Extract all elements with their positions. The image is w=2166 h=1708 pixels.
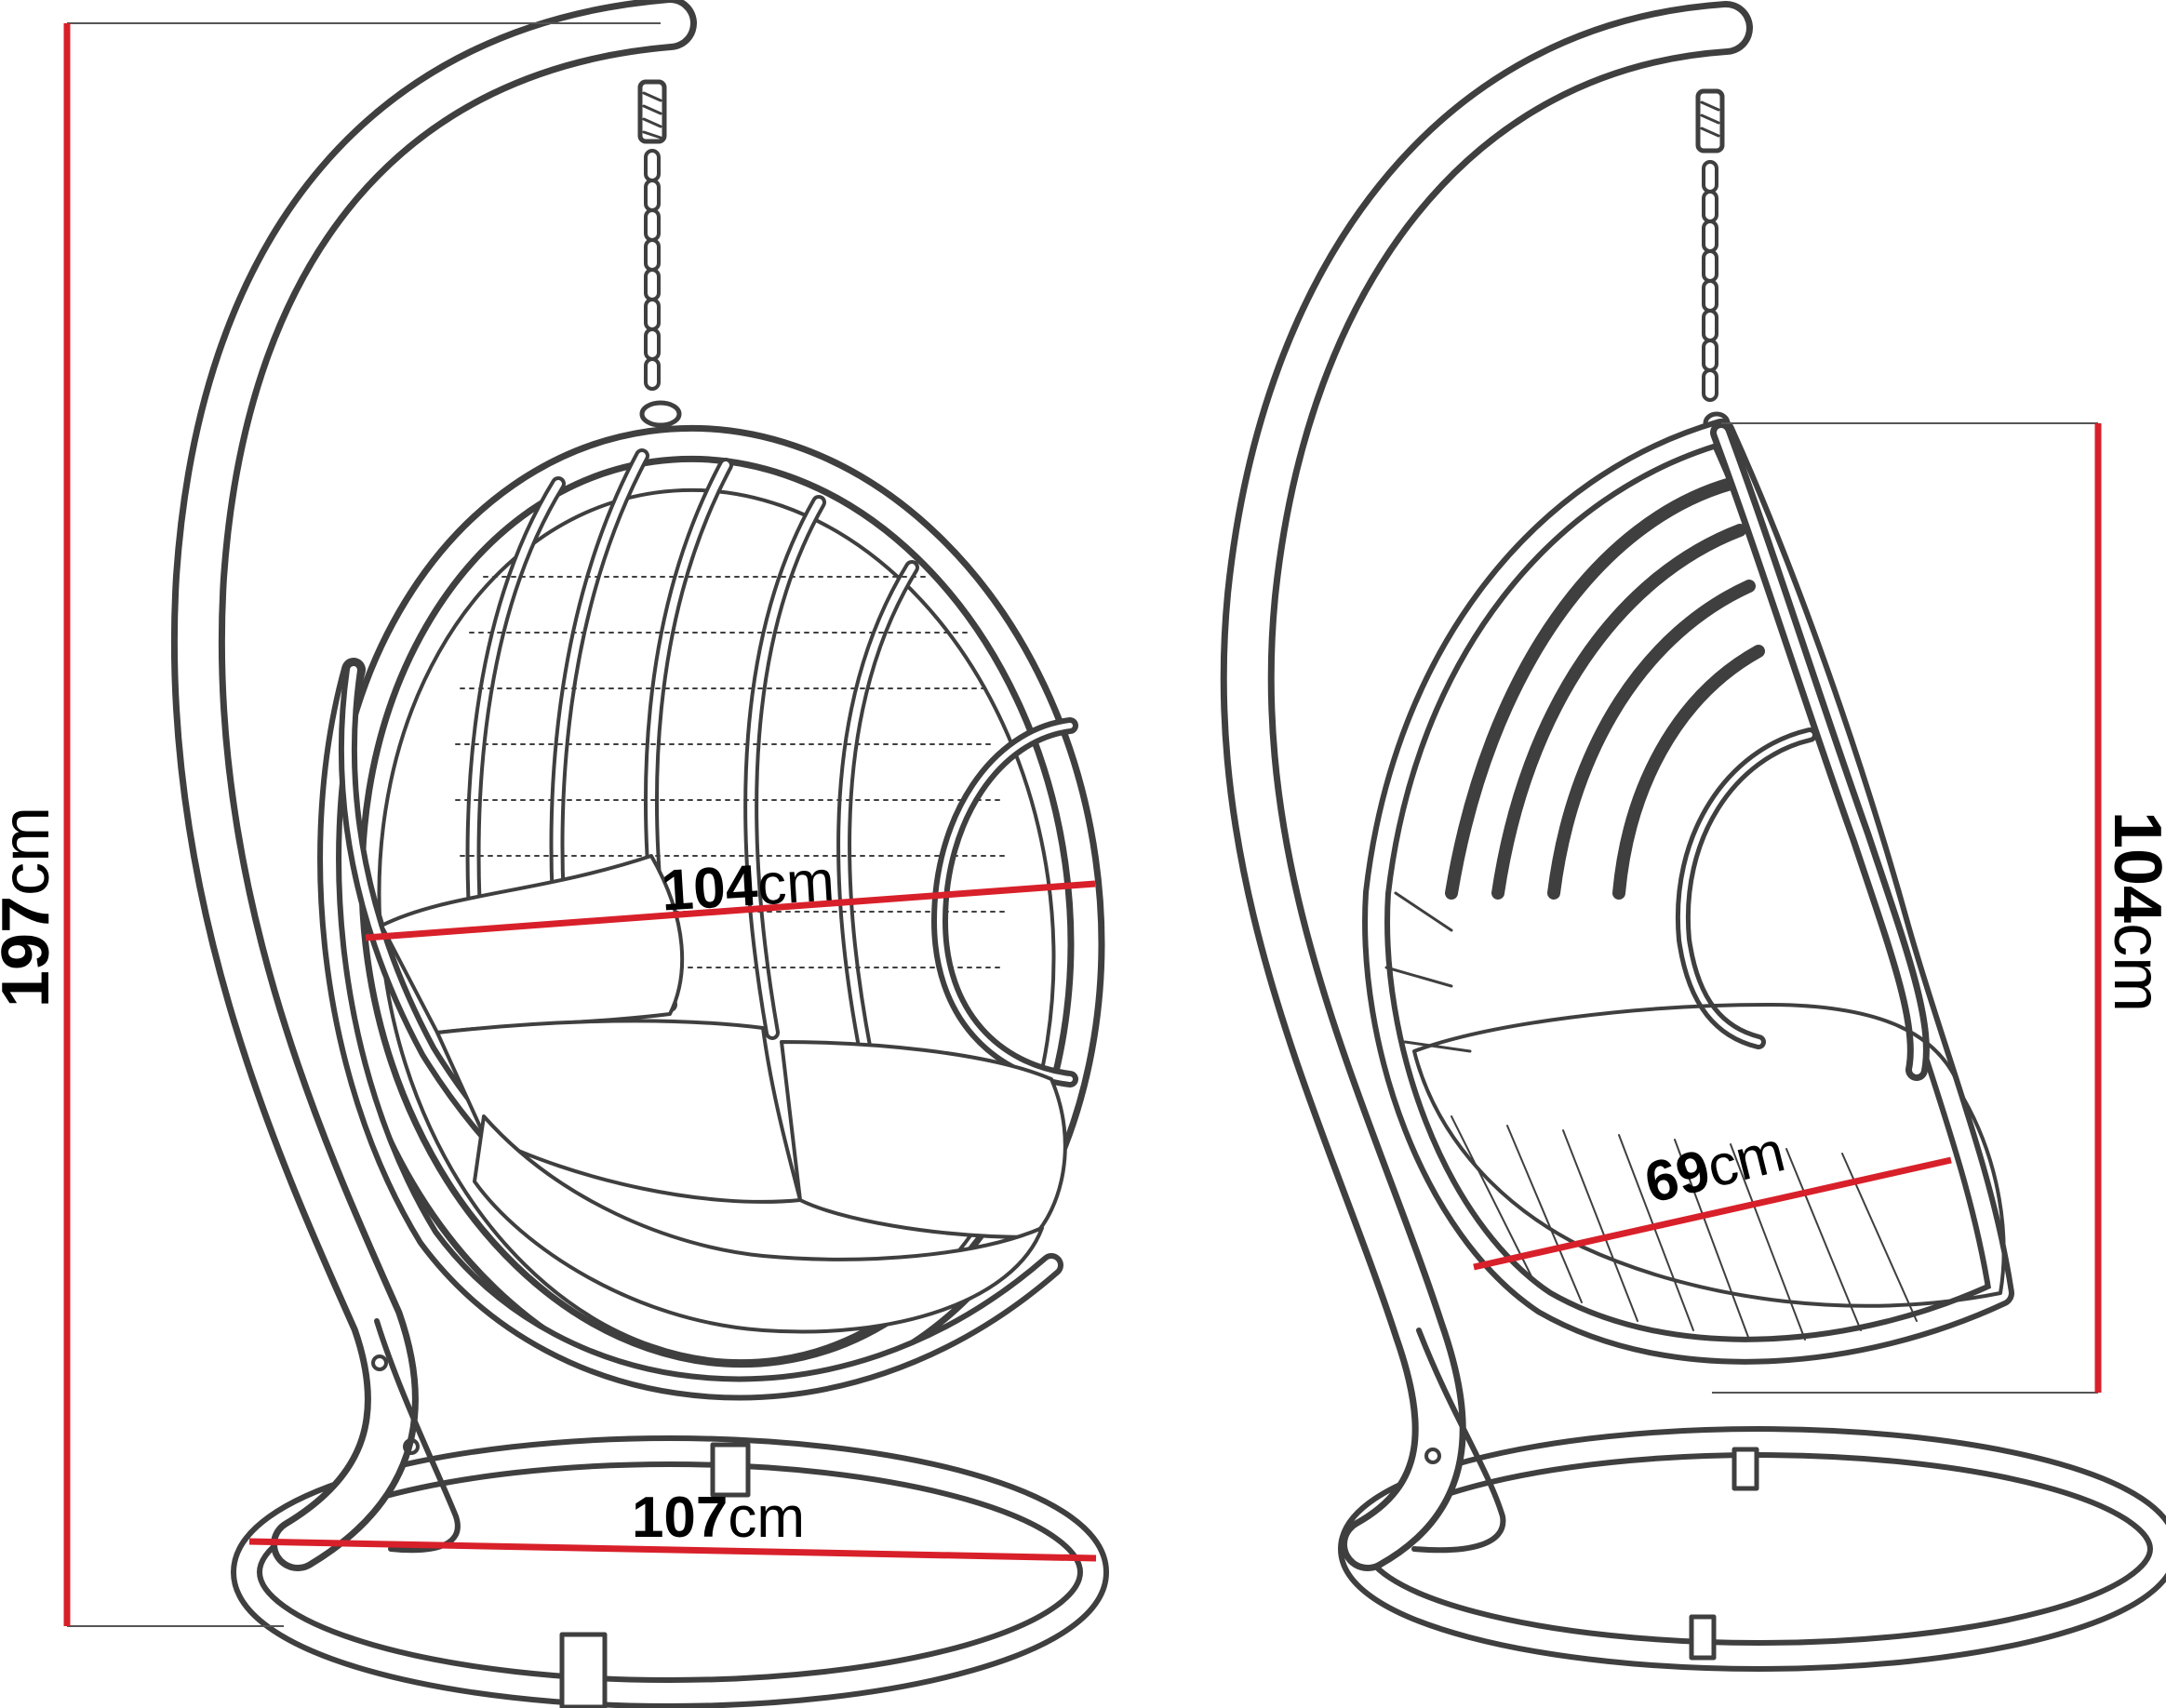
dimension-line-basket-depth (1473, 1156, 1952, 1271)
label-basket-height-value: 104 (2100, 811, 2166, 923)
side-view-chair-drawing (1220, 1, 2166, 1672)
dimension-lines (63, 23, 2102, 1626)
label-base-diameter: 107cm (632, 1486, 805, 1550)
label-basket-depth: 69cm (1638, 1119, 1791, 1216)
side-basket (1362, 419, 2014, 1365)
front-cushions (380, 854, 1067, 1334)
label-basket-depth-value: 69 (1638, 1138, 1717, 1216)
side-stand-pole (1220, 1, 1753, 1571)
label-total-height-value: 197 (0, 896, 63, 1007)
front-hanging-chain (637, 79, 682, 428)
label-base-diameter-value: 107 (632, 1486, 728, 1550)
dimension-labels: 197cm 104cm 107cm 104cm 69cm (0, 807, 2166, 1550)
label-basket-width-value: 104 (660, 853, 760, 923)
side-hanging-chain (1695, 88, 1731, 435)
dimension-line-basket-width (365, 880, 1096, 941)
label-basket-width-unit: cm (755, 848, 836, 917)
label-basket-width: 104cm (660, 848, 836, 923)
dimension-line-base-diameter (248, 1538, 1097, 1562)
leader-lines (67, 22, 2098, 1627)
label-total-height-unit: cm (0, 807, 63, 896)
label-base-diameter-unit: cm (728, 1486, 805, 1550)
label-total-height: 197cm (0, 807, 63, 1007)
front-base-ring (231, 1435, 1109, 1708)
side-base-ring (1338, 1426, 2166, 1672)
label-basket-height-unit: cm (2100, 923, 2166, 1012)
label-basket-height: 104cm (2100, 811, 2166, 1012)
